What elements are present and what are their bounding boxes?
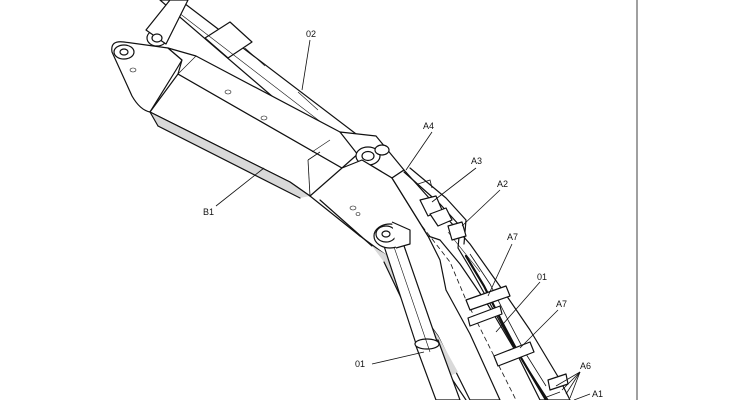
boom-cylinder-01 [373,221,461,400]
hose-routing [403,167,569,400]
callout-a7-upper: A7 [507,232,518,242]
boom-body-b1 [111,41,571,400]
callout-a6: A6 [580,361,591,371]
callout-b1: B1 [203,207,214,217]
callout-01-lower: 01 [355,359,365,369]
callout-02: 02 [306,29,316,39]
callout-a3: A3 [471,156,482,166]
callout-a2: A2 [497,179,508,189]
callout-a4: A4 [423,121,434,131]
callout-01-upper: 01 [537,272,547,282]
callout-a1: A1 [592,389,603,399]
leader-lines [215,39,591,400]
callout-a7-lower: A7 [556,299,567,309]
